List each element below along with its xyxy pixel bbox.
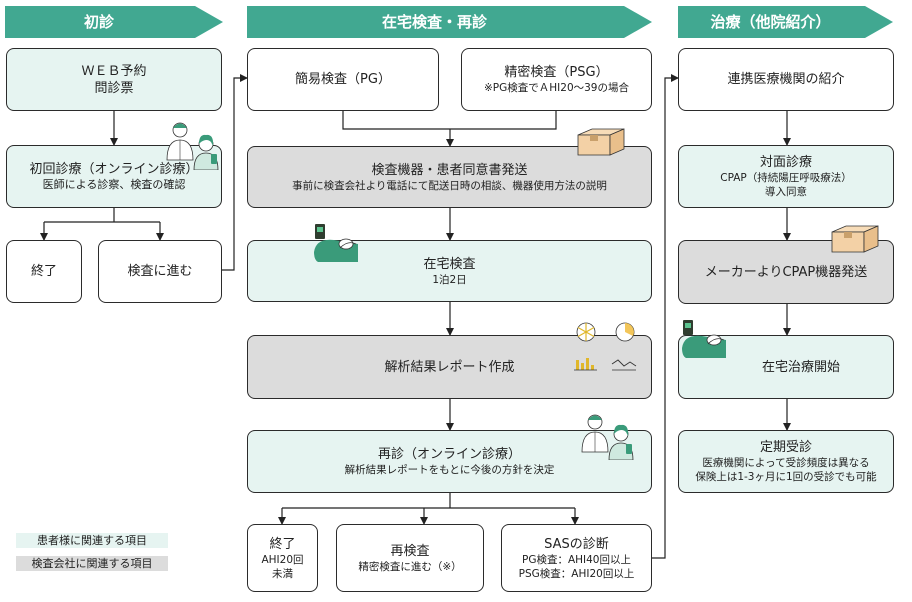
sas-box: SASの診断 PG検査：AHI40回以上 PSG検査：AHI20回以上 [501, 524, 652, 592]
face-sub2: 導入同意 [765, 186, 807, 198]
retest-title: 再検査 [390, 543, 430, 559]
first-visit-sub: 医師による診察、検査の確認 [42, 178, 186, 191]
legend-patient: 患者様に関連する項目 [16, 533, 168, 548]
pg-box: 簡易検査（PG） [247, 48, 439, 111]
report-box: 解析結果レポート作成 [247, 335, 652, 399]
sas-sub1: PG検査：AHI40回以上 [521, 553, 631, 566]
pg-label: 簡易検査（PG） [295, 72, 391, 87]
face-title: 対面診療 [759, 155, 812, 170]
arrow-proceed-to-pg [222, 74, 248, 271]
header-treatment-label: 治療（他院紹介） [710, 13, 831, 31]
ship-box: 検査機器・患者同意書発送 事前に検査会社より電話にて配送日時の相談、機器使用方法… [247, 146, 652, 208]
home-test-sub: 1泊2日 [432, 273, 467, 286]
revisit-sub: 解析結果レポートをもとに今後の方針を決定 [344, 464, 555, 476]
header-first-visit: 初診 [5, 6, 223, 38]
regular-box: 定期受診 医療機関によって受診頻度は異なる 保険上は1-3ヶ月に1回の受診でも可… [678, 430, 894, 493]
psg-title: 精密検査（PSG） [504, 65, 609, 80]
ship-sub: 事前に検査会社より電話にて配送日時の相談、機器使用方法の説明 [292, 179, 607, 192]
ship-title: 検査機器・患者同意書発送 [371, 162, 528, 178]
sas-title: SASの診断 [544, 536, 609, 552]
retest-box: 再検査 精密検査に進む（※） [336, 524, 484, 592]
referral-label: 連携医療機関の紹介 [727, 72, 845, 87]
doctor-patient-icon-2 [581, 414, 634, 460]
web-booking-box: ＷＥＢ予約 問診票 [6, 48, 222, 111]
package-icon [577, 128, 625, 156]
header-home-test-label: 在宅検査・再診 [381, 13, 487, 31]
proceed-label: 検査に進む [127, 264, 193, 279]
psg-sub: ※PG検査でＡHI20～39の場合 [484, 82, 629, 94]
home-test-box: 在宅検査 1泊2日 [247, 240, 652, 302]
revisit-title: 再診（オンライン診療） [377, 447, 521, 462]
header-home-test: 在宅検査・再診 [247, 6, 652, 38]
end2-box: 終了 AHI20回 未満 [247, 524, 318, 592]
proceed-box: 検査に進む [98, 240, 222, 303]
end2-sub2: 未満 [272, 567, 293, 580]
referral-box: 連携医療機関の紹介 [678, 48, 894, 111]
sas-sub2: PSG検査：AHI20回以上 [518, 567, 635, 580]
maker-label: メーカーよりCPAP機器発送 [704, 264, 868, 280]
doctor-patient-icon [166, 122, 219, 170]
home-treat-label: 在宅治療開始 [761, 359, 840, 375]
regular-title: 定期受診 [759, 440, 812, 455]
regular-sub1: 医療機関によって受診頻度は異なる [702, 457, 870, 469]
legend-company: 検査会社に関連する項目 [16, 556, 168, 571]
face-box: 対面診療 CPAP（持続陽圧呼吸療法） 導入同意 [678, 145, 894, 208]
header-first-visit-label: 初診 [83, 13, 114, 31]
end-box: 終了 [6, 240, 82, 303]
web-booking-line1: ＷＥＢ予約 [81, 63, 147, 79]
sleeping-patient-icon-2 [682, 320, 726, 358]
analysis-charts-icon [574, 322, 637, 371]
report-label: 解析結果レポート作成 [384, 359, 515, 375]
package-icon-2 [831, 225, 879, 253]
arrow-sas-to-referral [652, 74, 679, 559]
maker-box: メーカーよりCPAP機器発送 [678, 240, 894, 304]
end-label: 終了 [30, 264, 57, 279]
home-test-title: 在宅検査 [423, 256, 476, 272]
web-booking-line2: 問診票 [94, 80, 134, 96]
end2-sub1: AHI20回 [261, 553, 304, 566]
first-visit-title: 初回診療（オンライン診療） [29, 162, 199, 177]
line-pg-psg-merge [342, 111, 557, 130]
sleeping-patient-icon [314, 224, 358, 262]
face-sub1: CPAP（持続陽圧呼吸療法） [720, 172, 852, 184]
regular-sub2: 保険上は1-3ヶ月に1回の受診でも可能 [695, 471, 877, 483]
header-treatment: 治療（他院紹介） [678, 6, 893, 38]
psg-box: 精密検査（PSG） ※PG検査でＡHI20～39の場合 [461, 48, 652, 111]
end2-title: 終了 [269, 536, 296, 552]
retest-sub: 精密検査に進む（※） [358, 560, 462, 573]
